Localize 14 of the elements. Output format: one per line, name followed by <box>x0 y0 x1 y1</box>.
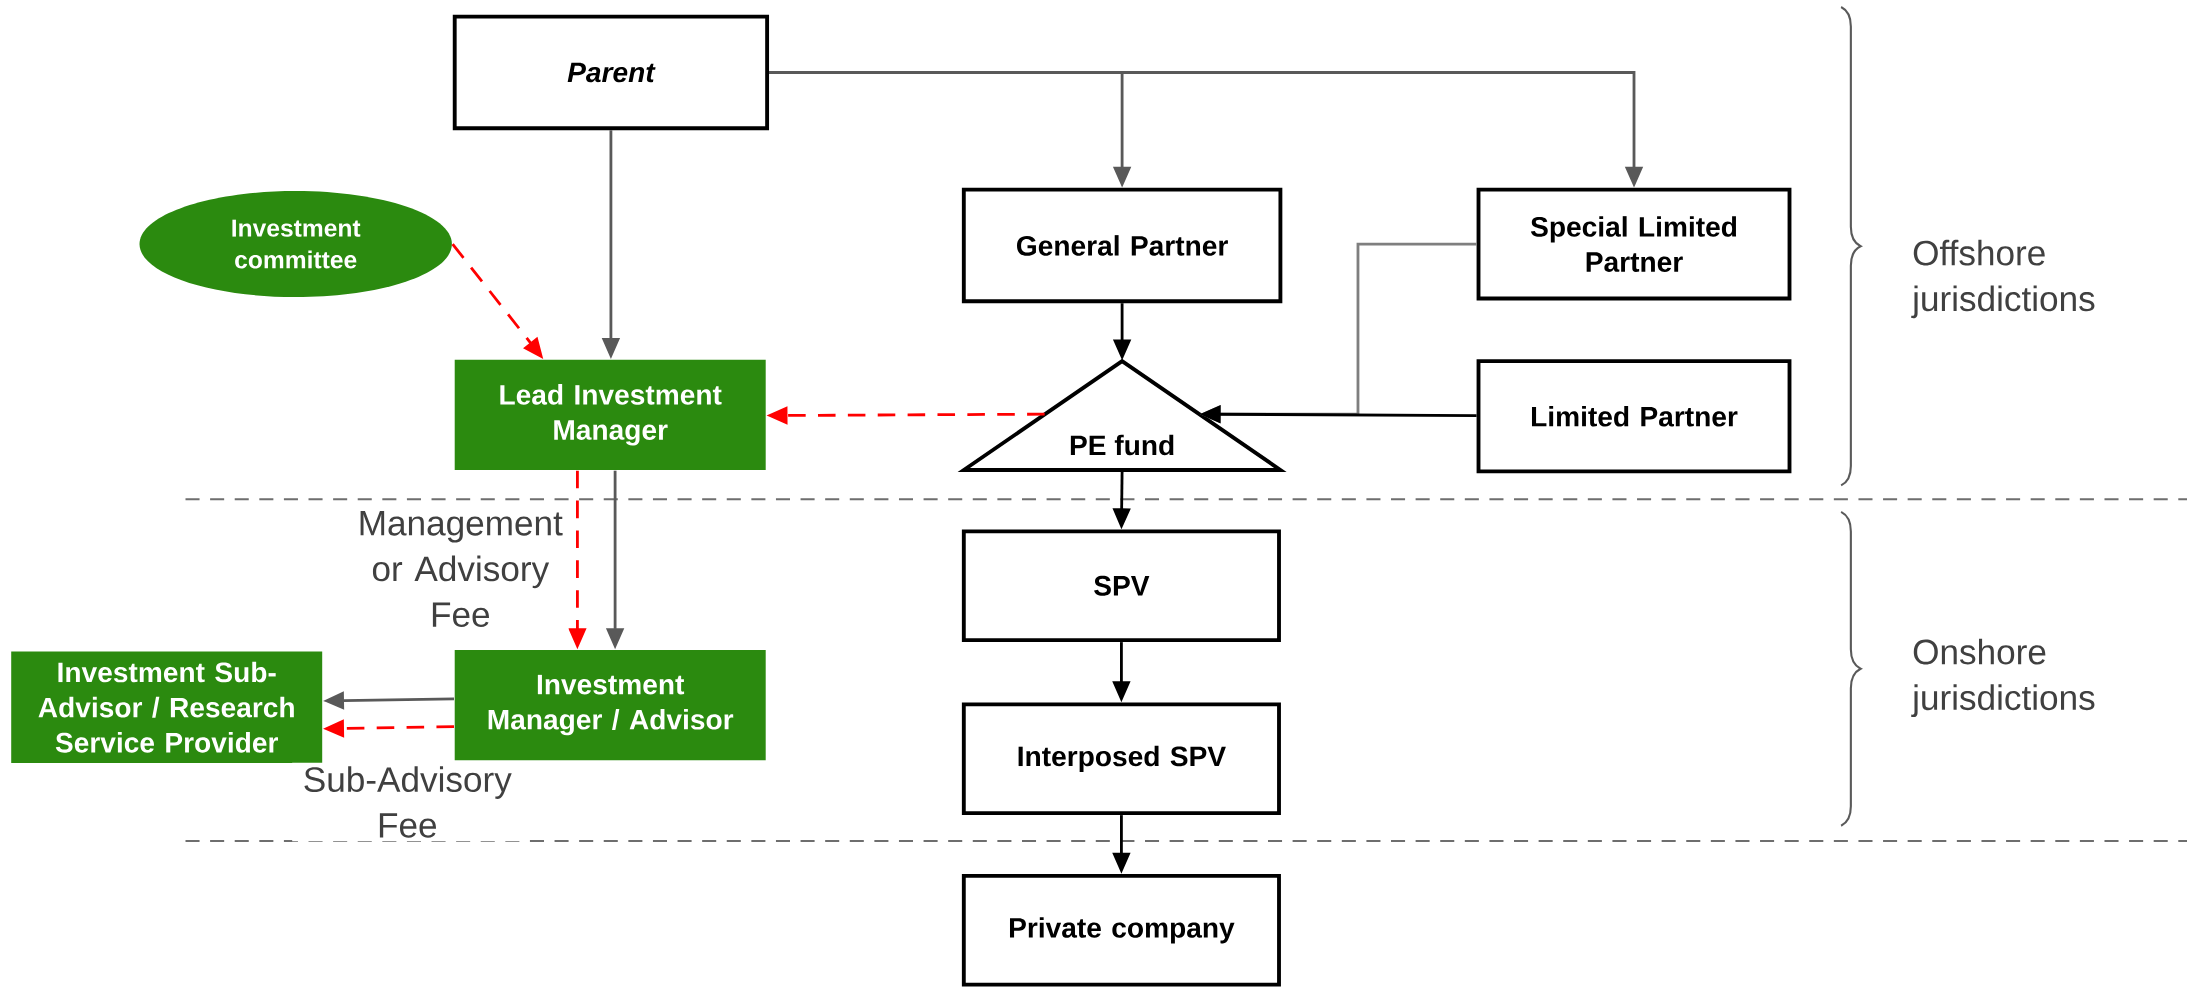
entity-box: Interposed SPV <box>961 702 1281 815</box>
entity-box: SPV <box>961 529 1281 642</box>
entity-box: Special Limited Partner <box>1476 187 1792 301</box>
manager-box: Investment Manager / Advisor <box>454 649 766 760</box>
entity-box: Private company <box>961 873 1281 987</box>
entity-box: Limited Partner <box>1476 359 1792 474</box>
manager-box: Lead Investment Manager <box>454 359 766 470</box>
region-label: Offshore jurisdictions <box>1911 239 2095 318</box>
region-label: Onshore jurisdictions <box>1911 638 2095 717</box>
edge-label: Management or Advisory Fee <box>352 507 569 631</box>
entity-box: Parent <box>452 14 770 130</box>
manager-box: Investment Sub-Advisor / Research Service Provider <box>11 651 323 763</box>
edge-label: Sub-Advisory Fee <box>292 762 523 841</box>
entity-box: General Partner <box>961 187 1283 303</box>
